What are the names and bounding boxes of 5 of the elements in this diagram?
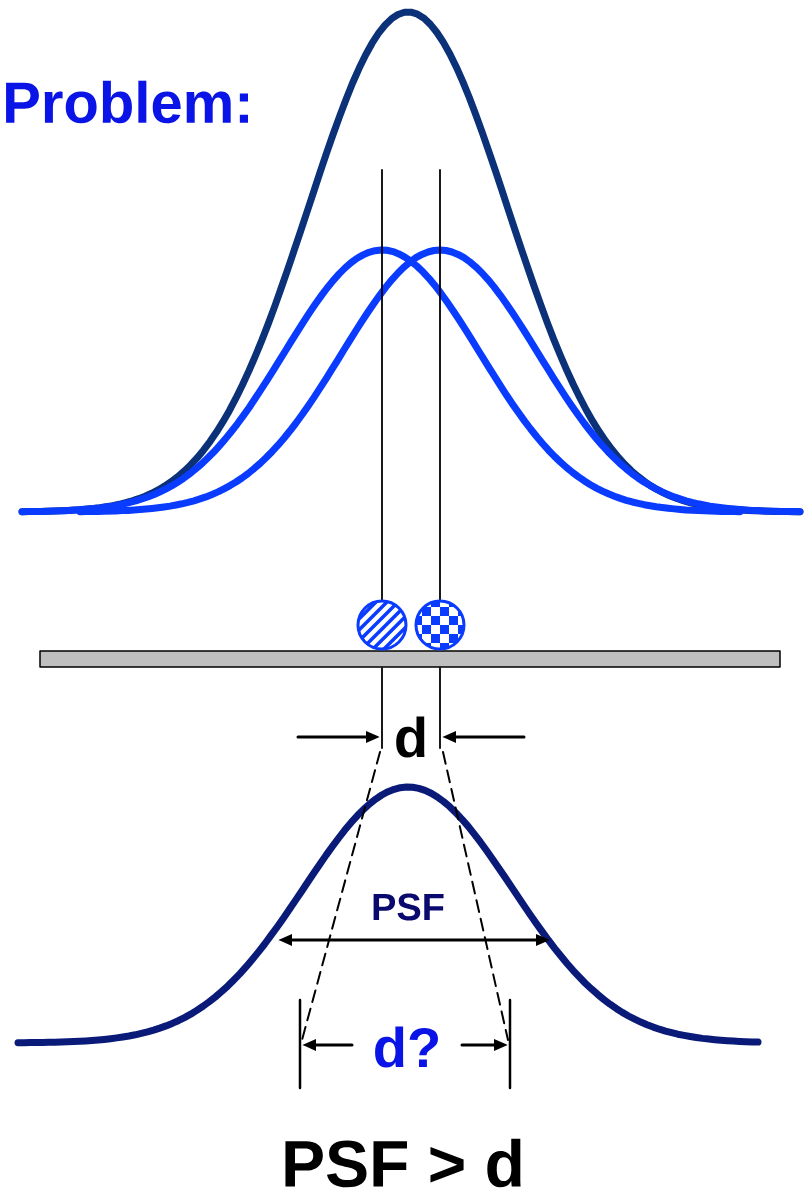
- dimension-label: PSF: [373, 893, 444, 921]
- title: Problem:: [6, 80, 248, 124]
- slide-bar: [39, 650, 781, 668]
- caption: PSF > d: [285, 1138, 521, 1188]
- dimension-label: d?: [375, 1026, 438, 1068]
